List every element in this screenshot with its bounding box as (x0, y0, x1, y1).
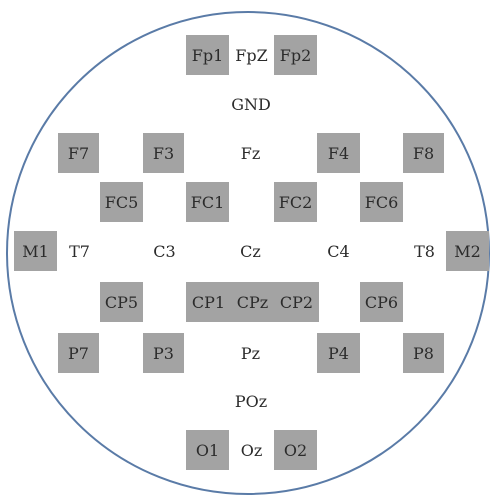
electrode-f3: F3 (143, 133, 184, 173)
electrode-m2: M2 (446, 231, 489, 271)
electrode-cp6: CP6 (360, 282, 403, 322)
head-outline (6, 11, 490, 495)
electrode-f7: F7 (58, 133, 99, 173)
electrode-fc6: FC6 (360, 182, 403, 222)
electrode-poz: POz (234, 391, 268, 411)
electrode-cp5: CP5 (100, 282, 143, 322)
electrode-m1: M1 (14, 231, 57, 271)
electrode-fpz: FpZ (235, 45, 268, 65)
electrode-fc1: FC1 (186, 182, 229, 222)
electrode-o2: O2 (274, 430, 317, 470)
electrode-cz: Cz (240, 241, 261, 261)
electrode-fp2: Fp2 (274, 35, 317, 75)
electrode-cp1: CP1 (186, 282, 231, 322)
electrode-p3: P3 (143, 333, 184, 373)
electrode-gnd: GND (231, 94, 271, 114)
electrode-fp1: Fp1 (186, 35, 229, 75)
electrode-t7: T7 (69, 241, 90, 261)
electrode-fc5: FC5 (100, 182, 143, 222)
electrode-f4: F4 (317, 133, 360, 173)
electrode-pz: Pz (240, 343, 261, 363)
electrode-cp2: CP2 (274, 282, 319, 322)
electrode-fz: Fz (240, 143, 261, 163)
electrode-o1: O1 (186, 430, 229, 470)
electrode-p4: P4 (317, 333, 360, 373)
electrode-c3: C3 (153, 241, 176, 261)
electrode-c4: C4 (327, 241, 350, 261)
electrode-fc2: FC2 (274, 182, 317, 222)
electrode-p7: P7 (58, 333, 99, 373)
electrode-t8: T8 (414, 241, 435, 261)
electrode-cpz: CPz (231, 282, 274, 322)
electrode-f8: F8 (403, 133, 444, 173)
electrode-oz: Oz (240, 440, 263, 460)
electrode-p8: P8 (403, 333, 444, 373)
